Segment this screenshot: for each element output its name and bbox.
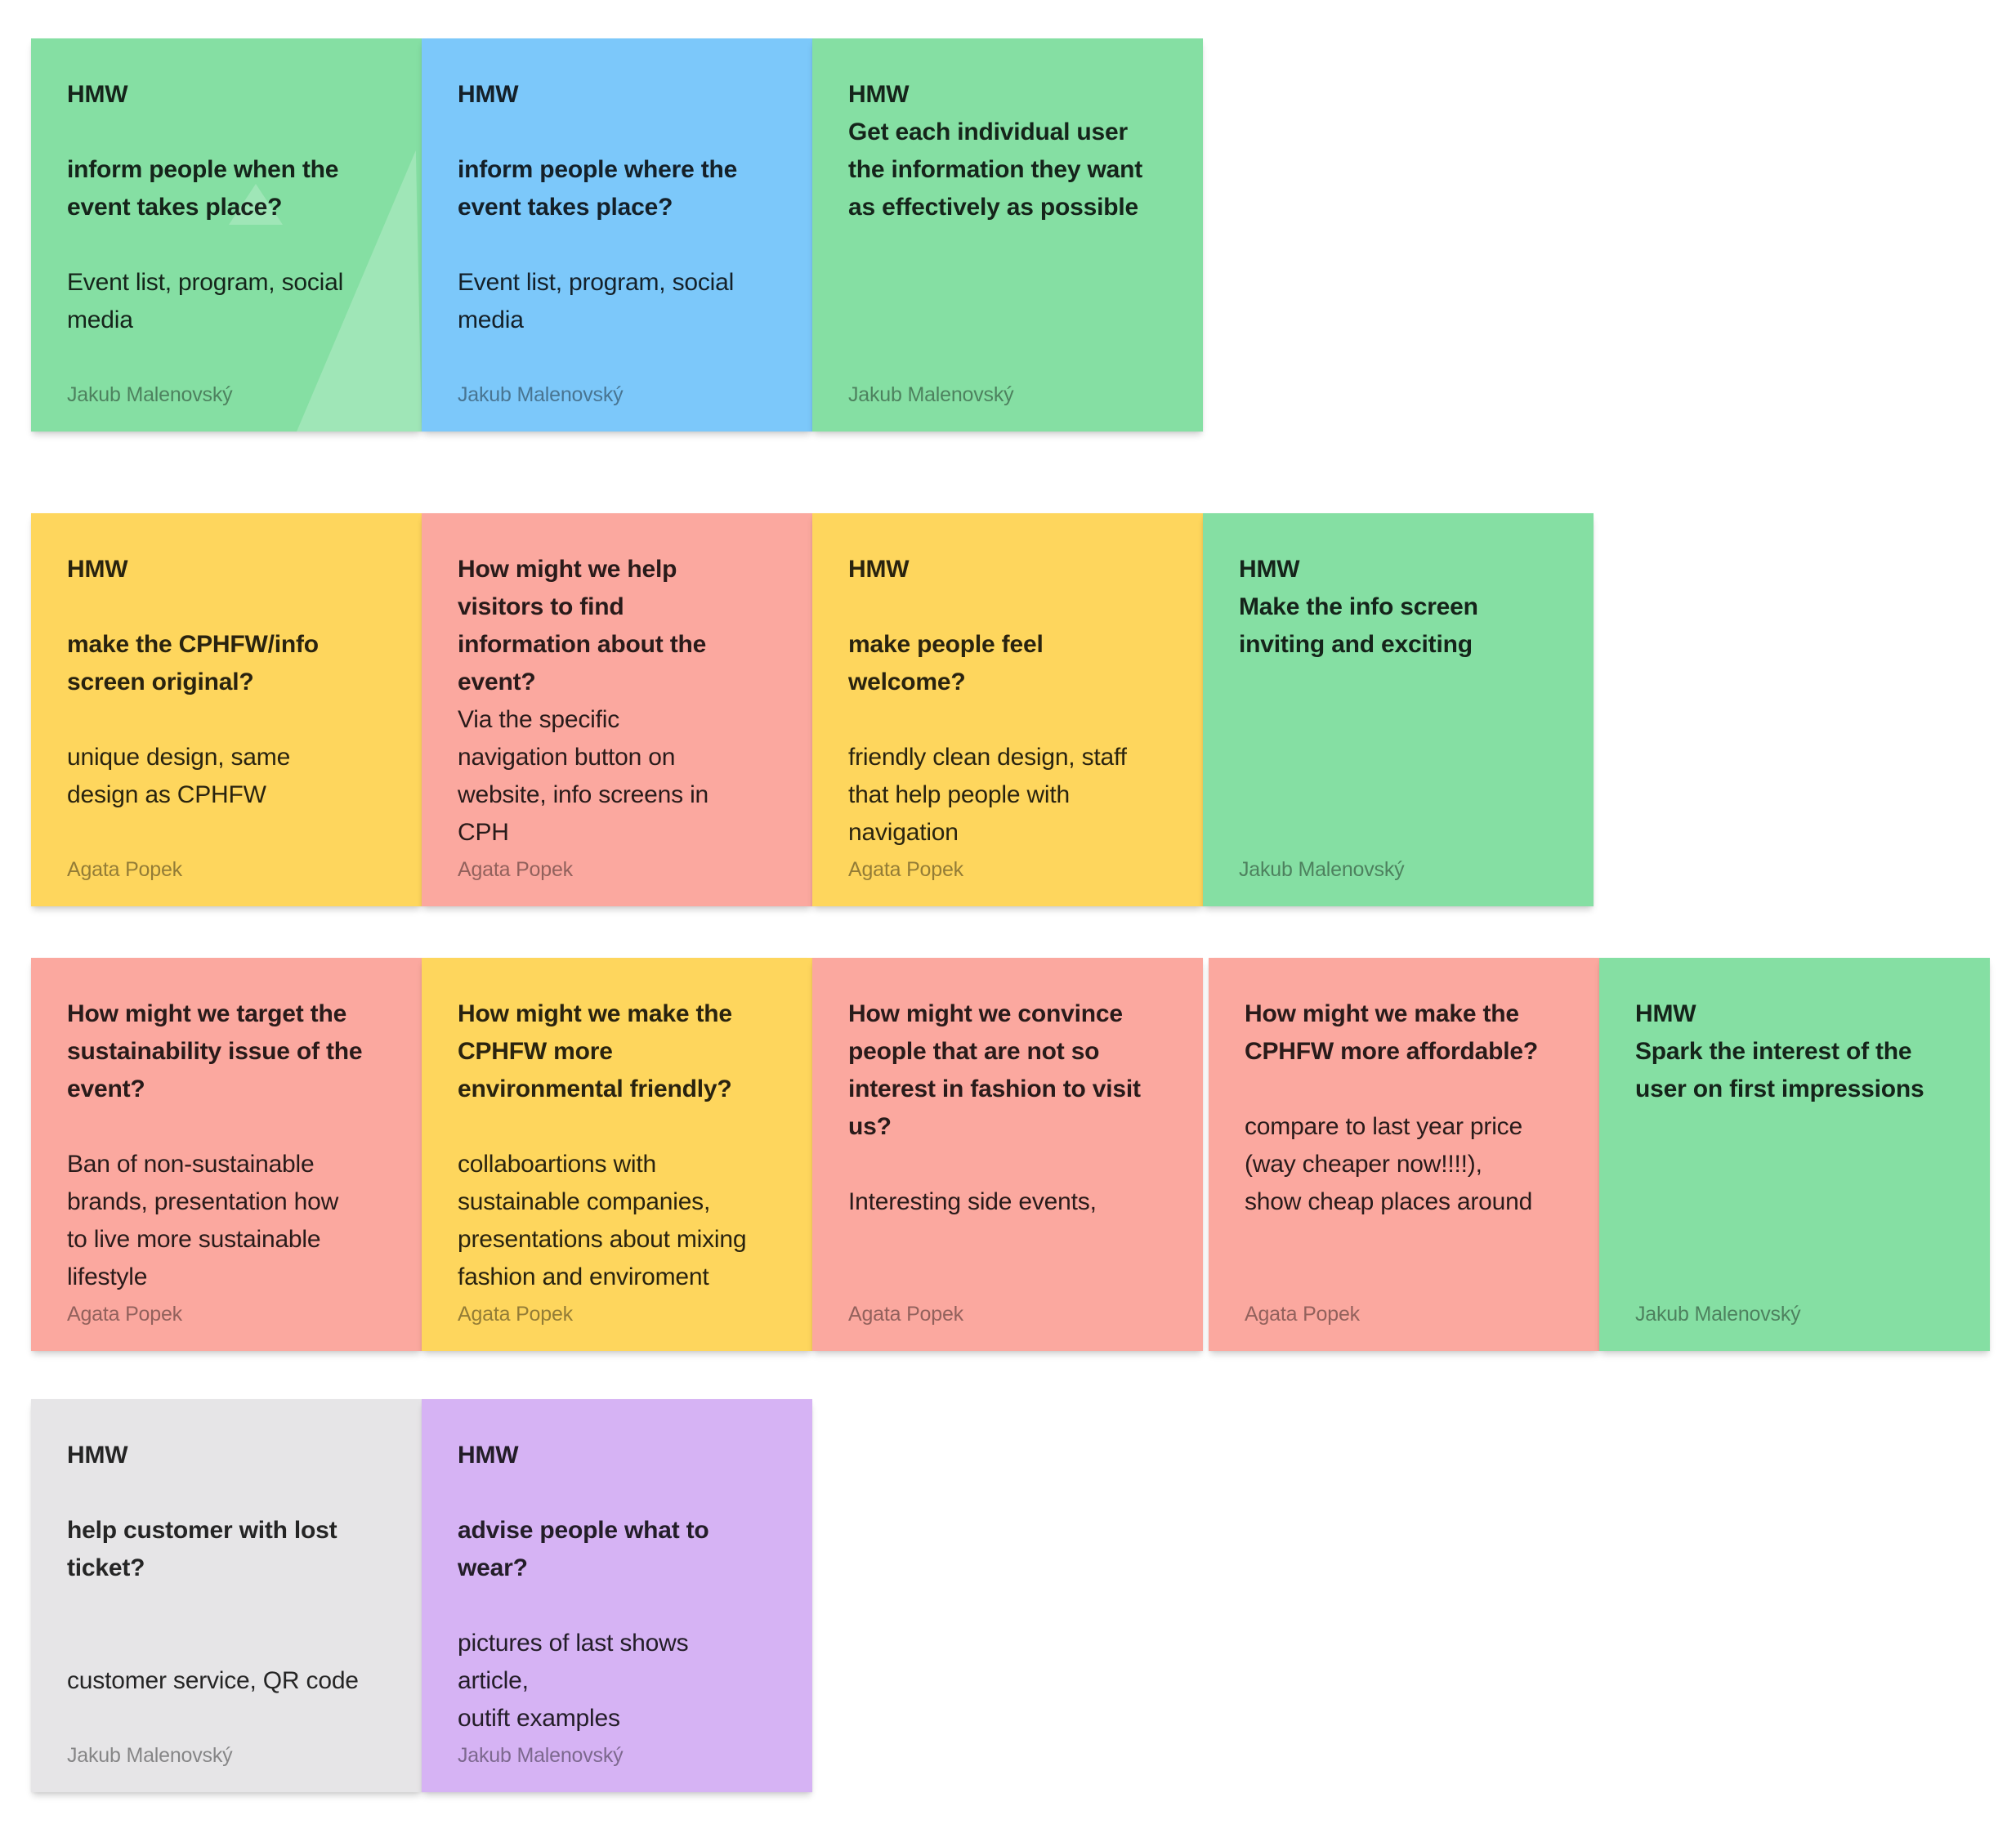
sticky-note[interactable]: HMW help customer with lost ticket? custom…	[31, 1399, 422, 1792]
note-row: HMW make the CPHFW/info screen original? u…	[31, 513, 1594, 906]
note-hmw-label: HMW	[1239, 556, 1300, 583]
note-question: Make the info screen inviting and exciti…	[1239, 593, 1478, 658]
note-question: How might we target the sustainability i…	[67, 1000, 363, 1102]
note-answer: unique design, same design as CPHFW	[67, 744, 291, 808]
note-author: Jakub Malenovský	[67, 383, 233, 406]
note-answer: Event list, program, social media	[458, 269, 735, 333]
note-hmw-label: HMW	[1635, 1000, 1696, 1027]
sticky-note[interactable]: HMW Get each individual user the informat…	[812, 38, 1203, 432]
note-text-block: HMW help customer with lost ticket? custom…	[67, 1437, 386, 1700]
note-question: How might we help visitors to find infor…	[458, 556, 707, 695]
sticky-note[interactable]: How might we convince people that are no…	[812, 958, 1203, 1351]
note-question: Spark the interest of the user on first …	[1635, 1038, 1924, 1102]
note-author: Jakub Malenovský	[848, 383, 1014, 406]
sticky-note[interactable]: How might we help visitors to find infor…	[422, 513, 812, 906]
note-text-block: HMW inform people where the event takes p…	[458, 76, 776, 339]
note-answer: Via the specific navigation button on we…	[458, 706, 709, 846]
note-question: inform people when the event takes place…	[67, 156, 339, 221]
note-question: inform people where the event takes plac…	[458, 156, 738, 221]
note-text-block: HMW make people feel welcome? friendly cle…	[848, 551, 1167, 852]
sticky-note[interactable]: How might we target the sustainability i…	[31, 958, 422, 1351]
note-question: make people feel welcome?	[848, 631, 1044, 695]
note-text-block: HMW inform people when the event takes pl…	[67, 76, 386, 339]
note-question: make the CPHFW/info screen original?	[67, 631, 319, 695]
note-hmw-label: HMW	[67, 556, 128, 583]
sticky-note[interactable]: HMW make the CPHFW/info screen original? u…	[31, 513, 422, 906]
note-author: Agata Popek	[67, 1303, 182, 1326]
note-hmw-label: HMW	[458, 81, 519, 108]
note-text-block: HMW Spark the interest of the user on fir…	[1635, 995, 1954, 1108]
note-hmw-label: HMW	[67, 81, 128, 108]
note-author: Jakub Malenovský	[1239, 858, 1405, 881]
note-text-block: How might we make the CPHFW more environ…	[458, 995, 776, 1296]
note-answer: collaboartions with sustainable companie…	[458, 1151, 747, 1290]
note-author: Agata Popek	[458, 858, 573, 881]
note-answer: pictures of last shows article, outift e…	[458, 1630, 689, 1732]
note-author: Agata Popek	[848, 1303, 963, 1326]
note-hmw-label: HMW	[458, 1442, 519, 1469]
note-row: HMW help customer with lost ticket? custom…	[31, 1399, 812, 1792]
note-author: Agata Popek	[458, 1303, 573, 1326]
note-author: Agata Popek	[1245, 1303, 1360, 1326]
sticky-note[interactable]: HMW make people feel welcome? friendly cle…	[812, 513, 1203, 906]
sticky-note[interactable]: HMW Spark the interest of the user on fir…	[1599, 958, 1990, 1351]
note-row: How might we target the sustainability i…	[31, 958, 1990, 1351]
note-row: HMW inform people when the event takes pl…	[31, 38, 1203, 432]
note-answer: friendly clean design, staff that help p…	[848, 744, 1127, 846]
note-text-block: HMW advise people what to wear? pictures o…	[458, 1437, 776, 1737]
note-hmw-label: HMW	[848, 81, 910, 108]
note-author: Agata Popek	[848, 858, 963, 881]
note-text-block: How might we help visitors to find infor…	[458, 551, 776, 852]
sticky-note[interactable]: HMW inform people where the event takes p…	[422, 38, 812, 432]
note-answer: compare to last year price (way cheaper …	[1245, 1113, 1533, 1215]
note-author: Jakub Malenovský	[458, 1744, 624, 1767]
note-author: Jakub Malenovský	[458, 383, 624, 406]
note-question: How might we convince people that are no…	[848, 1000, 1141, 1140]
note-text-block: How might we make the CPHFW more afforda…	[1245, 995, 1563, 1221]
sticky-note[interactable]: HMW Make the info screen inviting and exc…	[1203, 513, 1594, 906]
sticky-note[interactable]: How might we make the CPHFW more afforda…	[1209, 958, 1599, 1351]
note-hmw-label: HMW	[67, 1442, 128, 1469]
note-answer: Event list, program, social media	[67, 269, 344, 333]
sticky-note[interactable]: HMW advise people what to wear? pictures o…	[422, 1399, 812, 1792]
note-answer: customer service, QR code	[67, 1667, 359, 1694]
note-author: Jakub Malenovský	[67, 1744, 233, 1767]
note-hmw-label: HMW	[848, 556, 910, 583]
note-text-block: HMW Make the info screen inviting and exc…	[1239, 551, 1558, 664]
note-text-block: HMW make the CPHFW/info screen original? u…	[67, 551, 386, 814]
sticky-note[interactable]: HMW inform people when the event takes pl…	[31, 38, 422, 432]
sticky-note[interactable]: How might we make the CPHFW more environ…	[422, 958, 812, 1351]
note-question: advise people what to wear?	[458, 1517, 709, 1581]
note-question: How might we make the CPHFW more environ…	[458, 1000, 732, 1102]
note-question: Get each individual user the information…	[848, 119, 1143, 221]
note-text-block: How might we target the sustainability i…	[67, 995, 386, 1296]
note-answer: Interesting side events,	[848, 1188, 1097, 1215]
note-author: Agata Popek	[67, 858, 182, 881]
note-question: help customer with lost ticket?	[67, 1517, 337, 1581]
note-author: Jakub Malenovský	[1635, 1303, 1801, 1326]
note-text-block: HMW Get each individual user the informat…	[848, 76, 1167, 226]
note-text-block: How might we convince people that are no…	[848, 995, 1167, 1221]
note-answer: Ban of non-sustainable brands, presentat…	[67, 1151, 339, 1290]
note-question: How might we make the CPHFW more afforda…	[1245, 1000, 1538, 1065]
